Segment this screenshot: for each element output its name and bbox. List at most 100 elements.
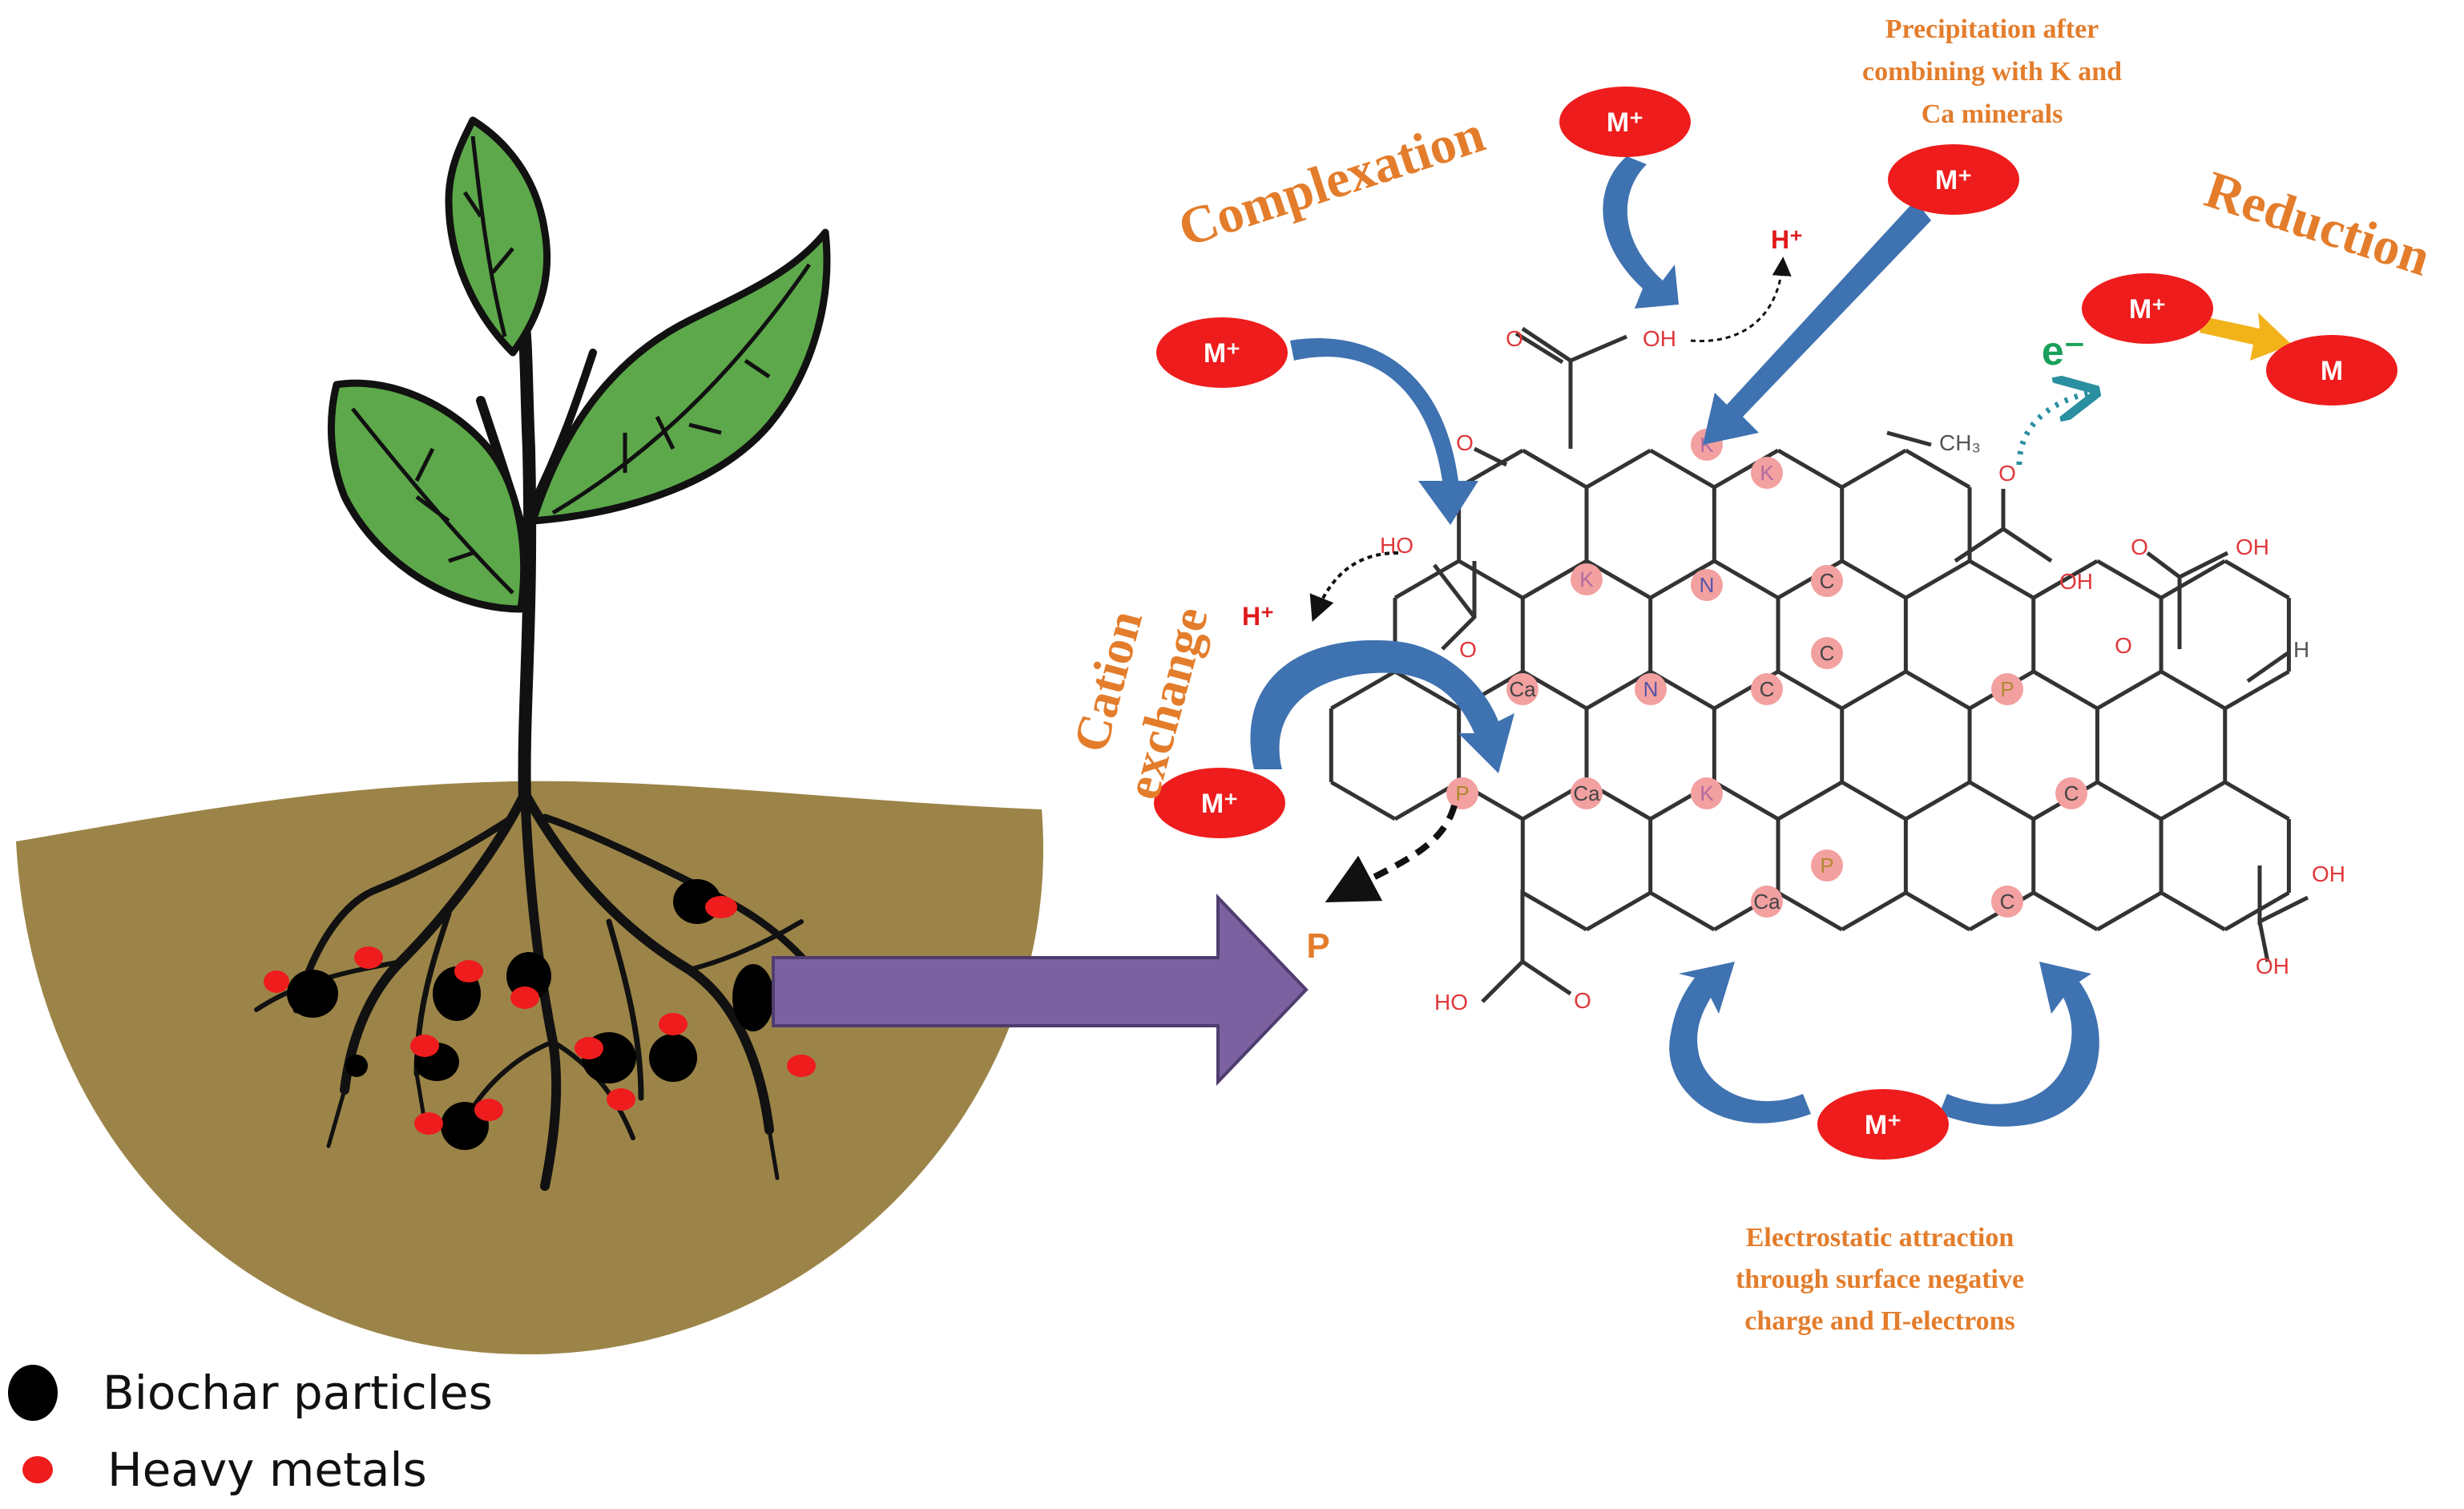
ring-bond — [2096, 559, 2163, 600]
ring-bond — [2032, 559, 2099, 600]
svg-text:K: K — [1760, 461, 1774, 485]
svg-text:P: P — [2000, 677, 2014, 701]
legend-label-biochar: Biochar particles — [103, 1366, 493, 1420]
ion-reduction-after: M — [2266, 335, 2397, 405]
svg-text:Ca: Ca — [1509, 677, 1536, 701]
svg-text:C: C — [2064, 781, 2079, 805]
heavy-metal-swatch — [22, 1456, 53, 1483]
ion-electrostatic: M⁺ — [1817, 1089, 1949, 1160]
label-o: O — [1998, 461, 2016, 486]
phosphorus-label: P — [1306, 926, 1329, 966]
ring-bond — [1585, 448, 1651, 490]
ring-bond — [2032, 669, 2099, 711]
ring-bond — [2224, 669, 2290, 711]
legend-label-heavy-metals: Heavy metals — [107, 1442, 427, 1497]
ion-cation-exchange: M⁺ — [1154, 768, 1285, 838]
svg-text:N: N — [1700, 573, 1715, 597]
svg-text:charge and Π-electrons: charge and Π-electrons — [1744, 1306, 2014, 1336]
blue-arrows — [1250, 156, 2099, 1127]
active-site: P — [1811, 849, 1843, 882]
svg-text:P: P — [1455, 781, 1469, 805]
svg-text:M⁺: M⁺ — [2129, 294, 2166, 325]
label-oh: OH — [2256, 954, 2289, 978]
svg-text:Ca: Ca — [1573, 781, 1600, 805]
ion-reduction-before: M⁺ — [2082, 273, 2213, 344]
svg-text:C: C — [1820, 641, 1835, 665]
proton-label-top: H⁺ — [1771, 225, 1803, 254]
svg-text:M⁺: M⁺ — [1204, 338, 1240, 369]
ring-bond — [1713, 780, 1780, 821]
active-site: K — [1571, 563, 1603, 595]
ring-bond — [2224, 559, 2290, 600]
proton-label-left: H⁺ — [1242, 602, 1274, 631]
svg-text:K: K — [1700, 781, 1714, 805]
label-oh: OH — [1643, 326, 1676, 351]
svg-text:P: P — [1820, 853, 1833, 878]
ring-bond — [1905, 669, 1971, 711]
biochar-swatch — [8, 1365, 58, 1421]
label-ho: HO — [1434, 990, 1468, 1015]
label-electrostatic: Electrostatic attraction through surface… — [1736, 1223, 2024, 1336]
label-o: O — [1456, 430, 1474, 455]
svg-text:M⁺: M⁺ — [1607, 107, 1643, 138]
label-o: O — [2115, 633, 2132, 658]
leaf-top — [445, 116, 551, 357]
active-site: N — [1691, 569, 1723, 601]
plant-leaves — [327, 116, 831, 613]
ring-bond — [1649, 559, 1716, 600]
svg-text:M⁺: M⁺ — [1201, 789, 1238, 819]
svg-text:C: C — [2000, 890, 2015, 914]
ring-bond — [1841, 890, 1907, 932]
legend: Biochar particles Heavy metals — [8, 1354, 493, 1508]
ring-bond — [1458, 559, 1524, 600]
svg-text:Ca: Ca — [1753, 890, 1780, 914]
ring-bond — [1776, 448, 1843, 490]
legend-item-heavy-metals: Heavy metals — [8, 1431, 493, 1508]
ring-bond — [1905, 559, 1971, 600]
ring-bond — [1393, 559, 1460, 600]
soil-bowl — [16, 781, 1044, 1354]
ring-bond — [1776, 669, 1843, 711]
ring-bond — [1649, 448, 1716, 490]
label-oh: OH — [2312, 861, 2345, 886]
label-complexation: Complexation — [1172, 104, 1491, 258]
svg-text:Precipitation after: Precipitation after — [1885, 14, 2099, 44]
label-oh: OH — [2059, 569, 2093, 594]
ring-bond — [2224, 780, 2290, 821]
ring-bond — [1968, 559, 2035, 600]
heavy-metal-dots — [264, 896, 816, 1135]
ion-complexation-top: M⁺ — [1559, 87, 1691, 157]
legend-item-biochar: Biochar particles — [8, 1354, 493, 1431]
svg-text:C: C — [1760, 677, 1775, 701]
ring-bond — [1841, 669, 1907, 711]
label-oh: OH — [2236, 535, 2269, 559]
ring-bond — [2160, 669, 2226, 711]
ring-bond — [1841, 780, 1907, 821]
reduction-arrow — [2200, 313, 2292, 361]
label-o: O — [1574, 988, 1591, 1013]
label-precipitation: Precipitation after combining with K and… — [1862, 14, 2122, 129]
ring-bond — [2224, 890, 2290, 932]
ring-bond — [2096, 669, 2163, 711]
svg-text:M⁺: M⁺ — [1865, 1110, 1901, 1140]
label-o: O — [1459, 637, 1477, 662]
ring-bond — [1905, 448, 1971, 490]
svg-text:Electrostatic attraction: Electrostatic attraction — [1746, 1223, 2014, 1253]
electron-label: e⁻ — [2042, 329, 2085, 373]
ring-bond — [1905, 890, 1971, 932]
active-site: C — [1811, 637, 1843, 669]
active-site: C — [1811, 565, 1843, 597]
ring-bond — [1585, 890, 1651, 932]
ring-bond — [1776, 890, 1843, 932]
dashed-arrows — [1309, 256, 2091, 903]
ion-complexation-left: M⁺ — [1156, 317, 1288, 388]
ring-bond — [1330, 669, 1397, 711]
ring-bond — [2160, 559, 2226, 600]
label-o: O — [2131, 535, 2148, 559]
ring-bond — [2096, 780, 2163, 821]
ring-bond — [2160, 890, 2226, 932]
label-o: O — [1506, 326, 1523, 351]
svg-text:M: M — [2321, 356, 2343, 386]
